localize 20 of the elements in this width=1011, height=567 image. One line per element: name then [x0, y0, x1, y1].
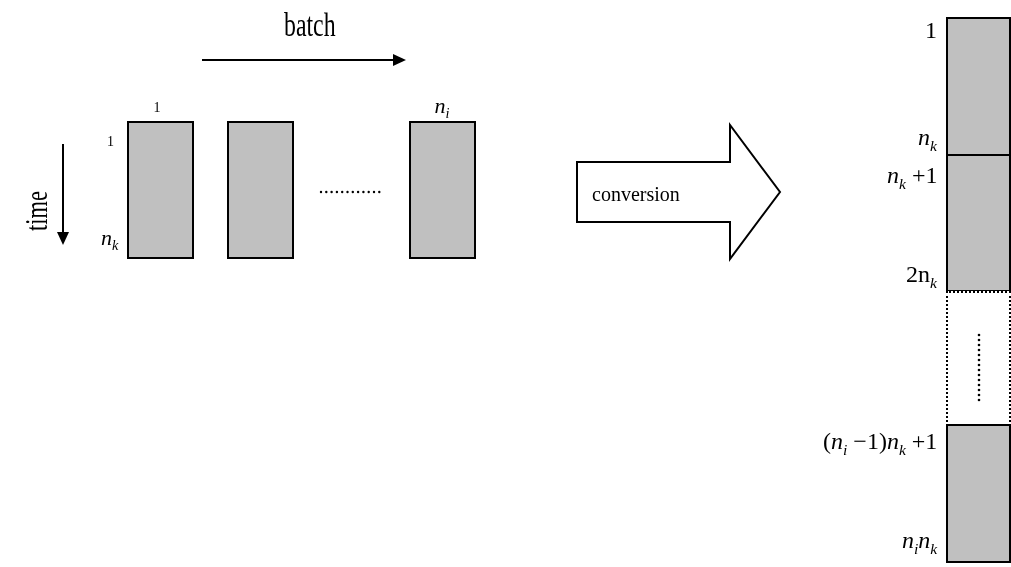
- index-label: 1: [107, 135, 114, 149]
- index-label: n$_{k}$: [101, 227, 119, 253]
- data-block: [946, 17, 1011, 156]
- data-block: [946, 154, 1011, 292]
- index-label: n$_{k}$: [918, 125, 937, 154]
- data-block: [127, 121, 194, 259]
- index-label: n$_{i}$n$_{k}$: [902, 528, 938, 557]
- index-label: 1: [153, 101, 161, 115]
- data-block: [409, 121, 476, 259]
- index-label: (n$_{i}$ −1)n$_{k}$ +1: [823, 429, 938, 458]
- axis-label: time: [19, 191, 52, 231]
- data-block: [227, 121, 294, 259]
- index-label: 1: [925, 18, 937, 42]
- index-label: 2n$_{k}$: [906, 262, 937, 291]
- arrow-label: conversion: [592, 184, 680, 204]
- index-label: n$_{i}$: [434, 95, 450, 121]
- axis-label: batch: [284, 8, 336, 42]
- block-arrow: [576, 124, 782, 260]
- data-block: [946, 424, 1011, 563]
- index-label: n$_{k}$ +1: [887, 163, 938, 192]
